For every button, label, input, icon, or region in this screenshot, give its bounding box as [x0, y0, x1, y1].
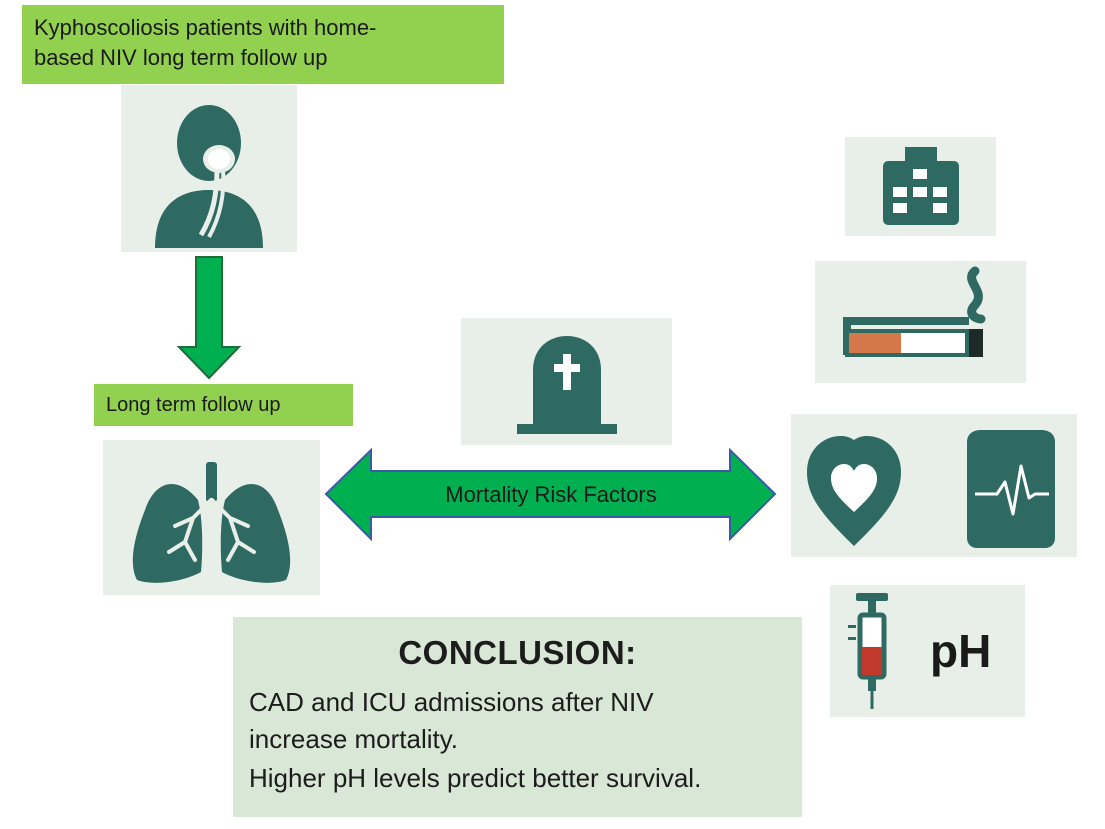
conclusion-line-3: Higher pH levels predict better survival… [249, 763, 702, 793]
syringe-icon [848, 593, 888, 709]
ecg-monitor-icon [967, 430, 1055, 548]
patient-icon-tile [121, 85, 297, 252]
conclusion-heading: CONCLUSION: [398, 634, 637, 671]
ph-label: pH [930, 625, 992, 677]
lungs-icon [132, 462, 291, 583]
conclusion-line-2: increase mortality. [249, 724, 459, 754]
tombstone-icon [517, 336, 617, 434]
title-box: Kyphoscoliosis patients with home- based… [22, 5, 504, 84]
followup-label-text: Long term follow up [106, 394, 281, 416]
hospital-icon-tile [845, 137, 996, 236]
conclusion-box: CONCLUSION: CAD and ICU admissions after… [233, 617, 802, 817]
tombstone-icon-tile [461, 318, 672, 445]
syringe-ph-icon-tile: pH [830, 585, 1025, 717]
conclusion-line-1: CAD and ICU admissions after NIV [249, 687, 654, 717]
cigarette-icon-tile [815, 261, 1026, 383]
heart-icon [807, 436, 901, 546]
patient-with-oxygen-mask-icon [155, 105, 263, 248]
hospital-building-icon [883, 147, 959, 225]
double-arrow-icon [324, 447, 777, 542]
down-arrow-icon [176, 256, 242, 380]
cigarette-icon [843, 266, 986, 357]
title-line-1: Kyphoscoliosis patients with home- [34, 15, 377, 40]
followup-label: Long term follow up [94, 384, 353, 426]
heart-ecg-icon-tile [791, 414, 1077, 557]
title-line-2: based NIV long term follow up [34, 45, 328, 70]
mortality-risk-factors-label: Mortality Risk Factors [445, 482, 657, 507]
lungs-icon-tile [103, 440, 320, 595]
